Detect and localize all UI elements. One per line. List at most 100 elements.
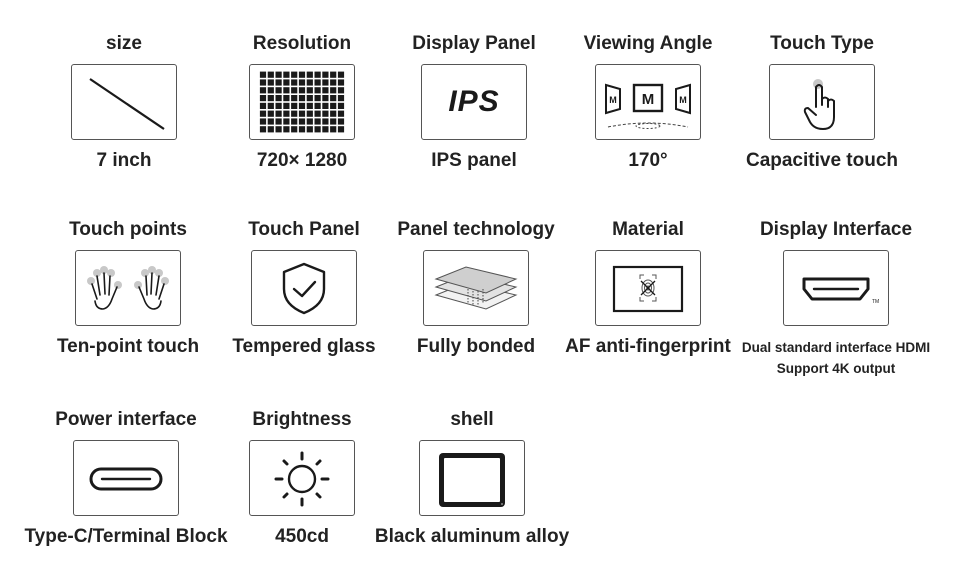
spec-title: Panel technology <box>397 219 555 240</box>
pixel-cell <box>275 95 282 102</box>
spec-size: size 7 inch <box>24 31 224 173</box>
pixel-cell <box>298 102 306 109</box>
spec-display-interface: Display Interface TM Dual standard inter… <box>736 217 936 379</box>
trademark-mark: TM <box>872 299 879 305</box>
spec-title: Material <box>612 219 684 240</box>
pixel-cell <box>267 95 274 102</box>
pixel-cell <box>275 102 282 109</box>
pixel-cell <box>330 102 337 109</box>
diagonal-line-icon <box>89 78 165 130</box>
spec-value: Capacitive touch <box>745 150 899 171</box>
pixel-cell <box>259 102 267 109</box>
pixel-cell <box>298 71 306 78</box>
pixel-cell <box>322 79 329 86</box>
spec-title: Viewing Angle <box>583 33 713 54</box>
pixel-cell <box>306 102 313 109</box>
anti-fingerprint-icon <box>612 265 684 313</box>
spec-icon-box <box>419 440 525 516</box>
pixel-cell <box>306 79 313 86</box>
pixel-cell <box>291 71 298 78</box>
pixel-cell <box>330 118 337 125</box>
pixel-cell <box>322 126 329 133</box>
pixel-cell <box>298 95 306 102</box>
spec-title: Brightness <box>252 409 352 430</box>
spec-value: Fully bonded <box>416 336 536 357</box>
spec-title: Display Panel <box>412 33 536 54</box>
pixel-cell <box>267 118 274 125</box>
m-letter-right: M <box>679 95 687 105</box>
spec-panel-technology: Panel technology Fully bonded <box>376 217 576 359</box>
pixel-cell <box>314 95 321 102</box>
pixel-cell <box>330 95 337 102</box>
viewing-angle-icon: M M M <box>605 83 691 129</box>
pixel-cell <box>298 118 306 125</box>
pixel-cell <box>267 102 274 109</box>
pixel-cell <box>298 87 306 94</box>
spec-value: Type-C/Terminal Block <box>24 526 228 547</box>
spec-title: size <box>106 33 142 54</box>
hdmi-port-icon: TM <box>802 277 879 305</box>
spec-icon-box <box>251 250 357 326</box>
pixel-cell <box>322 118 329 125</box>
ips-text-icon: IPS <box>448 85 500 118</box>
spec-touch-panel: Touch Panel Tempered glass <box>204 217 404 359</box>
layered-panel-icon <box>434 266 518 310</box>
spec-value: 170° <box>628 150 668 171</box>
pixel-cell <box>291 126 298 133</box>
spec-power-interface: Power interface Type-C/Terminal Block <box>24 407 228 549</box>
spec-icon-box <box>71 64 177 140</box>
spec-title: Display Interface <box>759 219 913 240</box>
spec-value-line-2: Support 4K output <box>776 361 896 376</box>
pixel-cell <box>337 118 345 125</box>
m-letter-left: M <box>609 95 617 105</box>
spec-title: Resolution <box>252 33 352 54</box>
pixel-cell <box>291 87 298 94</box>
finger-touch-icon <box>803 79 835 130</box>
pixel-grid-icon <box>259 71 345 133</box>
pixel-cell <box>267 126 274 133</box>
pixel-cell <box>275 87 282 94</box>
pixel-cell <box>322 102 329 109</box>
spec-title: shell <box>450 409 494 430</box>
pixel-cell <box>322 110 329 117</box>
pixel-cell <box>291 118 298 125</box>
usb-c-port-icon <box>89 467 163 491</box>
pixel-cell <box>306 71 313 78</box>
spec-icon-box <box>423 250 529 326</box>
pixel-cell <box>298 126 306 133</box>
pixel-cell <box>322 95 329 102</box>
spec-icon-box <box>249 64 355 140</box>
spec-title: Touch Type <box>770 33 874 54</box>
pixel-cell <box>267 71 274 78</box>
pixel-cell <box>314 118 321 125</box>
spec-viewing-angle: Viewing Angle M M M 170° <box>548 31 748 173</box>
spec-icon-box <box>73 440 179 516</box>
pixel-cell <box>259 110 267 117</box>
m-letter-center: M <box>642 91 655 108</box>
spec-icon-box <box>249 440 355 516</box>
pixel-cell <box>298 110 306 117</box>
pixel-cell <box>322 87 329 94</box>
pixel-cell <box>259 71 267 78</box>
spec-value: 7 inch <box>96 150 152 171</box>
pixel-cell <box>306 95 313 102</box>
pixel-cell <box>283 87 290 94</box>
pixel-cell <box>298 79 306 86</box>
pixel-cell <box>283 110 290 117</box>
spec-icon-box: M M M <box>595 64 701 140</box>
sun-icon <box>274 451 330 507</box>
pixel-cell <box>330 79 337 86</box>
spec-touch-points: Touch points Ten-point touch <box>28 217 228 359</box>
spec-shell: shell Black aluminum alloy <box>372 407 572 549</box>
pixel-cell <box>337 110 345 117</box>
spec-icon-box <box>769 64 875 140</box>
pixel-cell <box>337 95 345 102</box>
pixel-cell <box>306 126 313 133</box>
pixel-cell <box>283 102 290 109</box>
pixel-cell <box>306 118 313 125</box>
spec-material: Material AF anti-fingerprint <box>548 217 748 359</box>
pixel-cell <box>275 110 282 117</box>
pixel-cell <box>275 118 282 125</box>
pixel-cell <box>283 126 290 133</box>
black-frame-icon <box>439 453 505 507</box>
